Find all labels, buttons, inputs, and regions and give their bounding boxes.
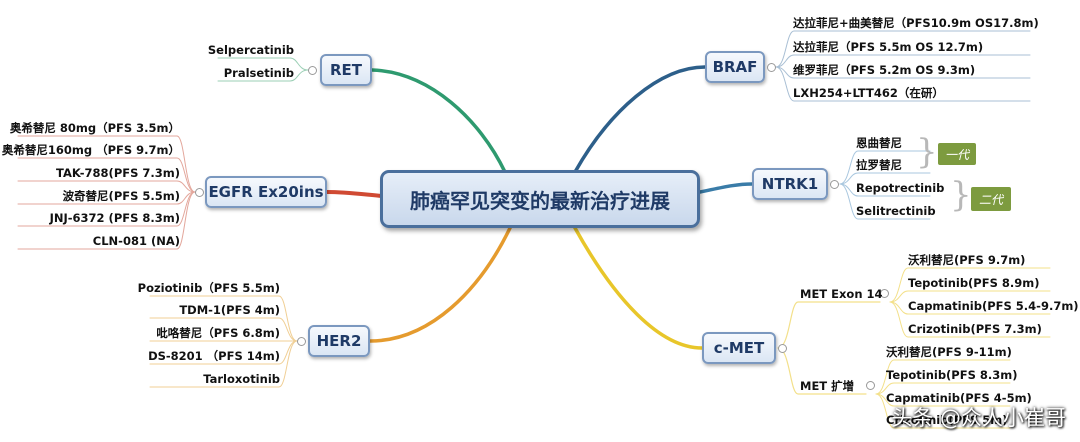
met-amplification-label[interactable]: MET 扩增	[800, 379, 855, 393]
egfr-leaf-link-1	[17, 135, 196, 193]
her2-leaf-link-2	[149, 317, 298, 342]
leaf-her2-4[interactable]: DS-8201 （PFS 14m)	[148, 349, 280, 363]
leaf-met-exon14-3[interactable]: Capmatinib(PFS 5.4-9.7m)	[908, 299, 1079, 313]
leaf-her2-5[interactable]: Tarloxotinib	[203, 372, 280, 386]
braf-leaf-link-4	[775, 66, 1031, 102]
leaf-met-amp-3[interactable]: Capmatinib(PFS 4-5m)	[886, 391, 1032, 405]
branch-her2-line	[368, 226, 512, 343]
leaf-ret-2[interactable]: Pralsetinib	[223, 66, 294, 80]
leaf-egfr-1[interactable]: 奥希替尼 80mg（PFS 3.5m）	[9, 121, 180, 135]
leaf-ntrk-1[interactable]: 恩曲替尼	[856, 136, 902, 150]
node-egfr-ex20ins[interactable]: EGFR Ex20ins	[205, 176, 327, 208]
tag-first-generation: 一代	[938, 143, 976, 165]
met-exon14-leaf-link-4	[889, 301, 1051, 338]
egfr-leaf-link-6	[17, 191, 196, 250]
ret-leaf-link-1	[217, 57, 309, 71]
met-exon14-collapse-icon[interactable]	[880, 289, 889, 298]
met-amp-leaf-link-2	[875, 382, 1011, 395]
leaf-egfr-3[interactable]: TAK-788(PFS 7.3m)	[56, 166, 180, 180]
leaf-egfr-5[interactable]: JNJ-6372 (PFS 8.3m)	[49, 211, 180, 225]
leaf-met-amp-4[interactable]: Crizotinib(PFS 5m)	[886, 413, 1008, 427]
leaf-her2-3[interactable]: 吡咯替尼（PFS 6.8m)	[156, 326, 280, 340]
node-ntrk1[interactable]: NTRK1	[752, 168, 828, 200]
braf-leaf-link-2	[775, 54, 1031, 68]
leaf-her2-2[interactable]: TDM-1(PFS 4m)	[179, 303, 280, 317]
branch-ntrk-line	[698, 182, 754, 194]
leaf-ntrk-4[interactable]: Selitrectinib	[856, 204, 936, 218]
brace-second-gen: }	[950, 175, 972, 215]
egfr-leaf-link-3	[17, 180, 196, 193]
branch-braf-line	[573, 65, 707, 174]
braf-leaf-link-1	[775, 30, 1031, 68]
her2-collapse-icon[interactable]	[297, 337, 306, 346]
leaf-met-exon14-2[interactable]: Tepotinib(PFS 8.9m)	[908, 276, 1040, 290]
met-amp-leaf-link-4	[875, 393, 1011, 429]
met-amp-leaf-link-1	[875, 359, 1011, 395]
leaf-braf-3[interactable]: 维罗菲尼（PFS 5.2m OS 9.3m)	[793, 63, 976, 77]
ret-leaf-link-2	[217, 69, 309, 82]
cmet-collapse-icon[interactable]	[778, 344, 787, 353]
leaf-met-amp-2[interactable]: Tepotinib(PFS 8.3m)	[886, 368, 1018, 382]
node-ret[interactable]: RET	[320, 54, 372, 86]
watermark: 头条 @众人小崔哥	[891, 406, 1066, 430]
egfr-leaf-link-2	[17, 157, 196, 193]
leaf-braf-4[interactable]: LXH254+LTT462（在研）	[793, 86, 944, 100]
met-exon14-leaf-link-1	[889, 267, 1051, 303]
root-topic[interactable]: 肺癌罕见突变的最新治疗进展	[380, 170, 700, 228]
node-braf[interactable]: BRAF	[705, 51, 765, 83]
her2-leaf-link-1	[149, 295, 298, 342]
leaf-egfr-6[interactable]: CLN-081 (NA)	[92, 234, 180, 248]
her2-leaf-link-5	[149, 340, 298, 388]
leaf-met-amp-1[interactable]: 沃利替尼(PFS 9-11m)	[886, 345, 1012, 359]
leaf-braf-2[interactable]: 达拉菲尼（PFS 5.5m OS 12.7m)	[793, 40, 984, 54]
leaf-braf-1[interactable]: 达拉菲尼+曲美替尼（PFS10.9m OS17.8m)	[793, 16, 1039, 30]
tag-second-generation: 二代	[971, 187, 1011, 211]
brace-first-gen: }	[916, 132, 938, 172]
branch-cmet-line	[573, 226, 704, 350]
leaf-met-exon14-1[interactable]: 沃利替尼(PFS 9.7m)	[908, 253, 1026, 267]
node-cmet[interactable]: c-MET	[702, 332, 776, 364]
ntrk-leaf-link-4	[839, 183, 931, 220]
branch-egfr-line	[325, 190, 384, 198]
leaf-ntrk-2[interactable]: 拉罗替尼	[856, 158, 902, 172]
cmet-group-link-1	[777, 301, 881, 349]
met-exon14-leaf-link-2	[889, 290, 1051, 303]
ntrk-leaf-link-1	[839, 150, 931, 185]
met-amp-collapse-icon[interactable]	[866, 381, 875, 390]
leaf-met-exon14-4[interactable]: Crizotinib(PFS 7.3m)	[908, 322, 1042, 336]
ntrk-collapse-icon[interactable]	[830, 180, 839, 189]
leaf-ntrk-3[interactable]: Repotrectinib	[856, 181, 945, 195]
ntrk-leaf-link-2	[839, 172, 931, 185]
ret-collapse-icon[interactable]	[308, 66, 317, 75]
leaf-ret-1[interactable]: Selpercatinib	[207, 43, 294, 57]
branch-ret-line	[370, 68, 507, 174]
met-exon14-label[interactable]: MET Exon 14	[800, 287, 883, 301]
egfr-collapse-icon[interactable]	[195, 188, 204, 197]
leaf-egfr-2[interactable]: 奥希替尼160mg （PFS 9.7m）	[1, 143, 180, 157]
braf-collapse-icon[interactable]	[767, 63, 776, 72]
leaf-egfr-4[interactable]: 波奇替尼(PFS 5.5m)	[62, 189, 180, 203]
node-her2[interactable]: HER2	[308, 325, 370, 357]
leaf-her2-1[interactable]: Poziotinib（PFS 5.5m)	[137, 281, 280, 295]
